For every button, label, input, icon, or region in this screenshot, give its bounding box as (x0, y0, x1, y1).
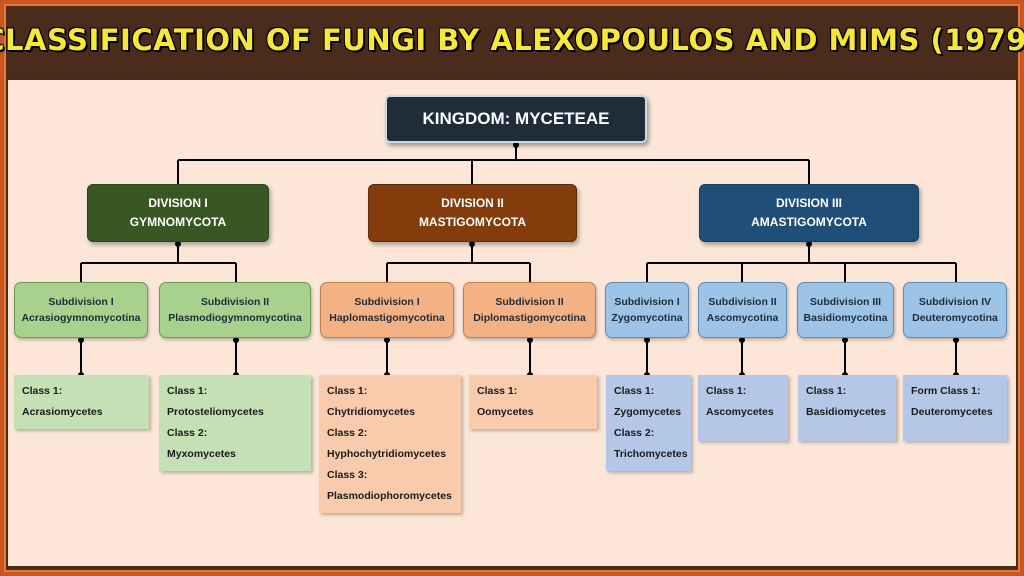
class-number: Class 1: (614, 385, 655, 397)
subdivision-label: Subdivision I (354, 295, 420, 308)
subdivision-deuteromycotina: Subdivision IV Deuteromycotina (903, 282, 1007, 338)
division-name: MASTIGOMYCOTA (418, 215, 527, 229)
class-name: Chytridiomycetes (327, 406, 416, 418)
subdivision-label: Subdivision II (708, 295, 777, 308)
subdivision-label: Subdivision I (48, 295, 114, 308)
subdivision-basidiomycotina: Subdivision III Basidiomycotina (797, 282, 894, 338)
division-name: AMASTIGOMYCOTA (751, 215, 867, 229)
subdivision-name: Plasmodiogymnomycotina (168, 312, 302, 324)
class-name: Plasmodiophoromycetes (327, 490, 452, 502)
subdivision-name: Acrasiogymnomycotina (21, 312, 141, 324)
class-name: Acrasiomycetes (22, 406, 103, 418)
class-number: Class 2: (167, 427, 208, 439)
subdivision-name: Zygomycotina (611, 312, 683, 324)
class-name: Myxomycetes (167, 448, 236, 460)
class-number: Class 1: (167, 385, 208, 397)
class-number: Class 1: (477, 385, 518, 397)
division-1-node: DIVISION I GYMNOMYCOTA (87, 184, 269, 242)
subdivision-name: Diplomastigomycotina (473, 312, 586, 324)
subdivision-name: Basidiomycotina (803, 312, 888, 324)
class-list-deuteromycotina: Form Class 1: Deuteromycetes (903, 375, 1007, 441)
subdivision-plasmodiogymnomycotina: Subdivision II Plasmodiogymnomycotina (159, 282, 311, 338)
subdivision-zygomycotina: Subdivision I Zygomycotina (605, 282, 689, 338)
class-number: Class 1: (706, 385, 747, 397)
class-number: Class 1: (22, 385, 63, 397)
kingdom-node: KINGDOM: MYCETEAE (385, 95, 647, 143)
class-number: Class 3: (327, 469, 368, 481)
subdivision-acrasiogymnomycotina: Subdivision I Acrasiogymnomycotina (14, 282, 148, 338)
class-list-acrasiogymnomycotina: Class 1: Acrasiomycetes (14, 375, 149, 429)
class-name: Hyphochytridiomycetes (327, 448, 447, 460)
class-number: Class 1: (806, 385, 847, 397)
class-name: Protosteliomycetes (167, 406, 264, 418)
subdivision-label: Subdivision II (200, 295, 270, 308)
class-list-zygomycotina: Class 1: Zygomycetes Class 2: Trichomyce… (606, 375, 691, 471)
class-list-ascomycotina: Class 1: Ascomycetes (698, 375, 788, 441)
class-list-plasmodiogymnomycotina: Class 1: Protosteliomycetes Class 2: Myx… (159, 375, 311, 471)
subdivision-name: Haplomastigomycotina (329, 312, 445, 324)
subdivision-label: Subdivision III (809, 295, 882, 308)
division-label: DIVISION I (148, 196, 208, 211)
kingdom-label: KINGDOM: MYCETEAE (422, 108, 610, 128)
subdivision-label: Subdivision IV (918, 295, 992, 308)
subdivision-label: Subdivision II (495, 295, 564, 308)
class-list-haplomastigomycotina: Class 1: Chytridiomycetes Class 2: Hypho… (319, 375, 461, 513)
class-name: Ascomycetes (706, 406, 774, 418)
title-bar: CLASSIFICATION OF FUNGI BY ALEXOPOULOS A… (0, 6, 1024, 74)
class-name: Deuteromycetes (911, 406, 993, 418)
class-list-basidiomycotina: Class 1: Basidiomycetes (798, 375, 896, 441)
class-number: Class 2: (614, 427, 655, 439)
class-name: Trichomycetes (614, 448, 688, 460)
division-label: DIVISION II (441, 196, 504, 211)
class-number: Class 1: (327, 385, 368, 397)
class-number: Class 2: (327, 427, 368, 439)
division-2-node: DIVISION II MASTIGOMYCOTA (368, 184, 577, 242)
subdivision-label: Subdivision I (614, 295, 680, 308)
page-title: CLASSIFICATION OF FUNGI BY ALEXOPOULOS A… (0, 23, 1024, 57)
class-number: Form Class 1: (911, 385, 981, 397)
class-list-diplomastigomycotina: Class 1: Oomycetes (469, 375, 597, 429)
class-name: Basidiomycetes (806, 406, 886, 418)
division-3-node: DIVISION III AMASTIGOMYCOTA (699, 184, 919, 242)
class-name: Oomycetes (477, 406, 534, 418)
class-name: Zygomycetes (614, 406, 682, 418)
subdivision-name: Deuteromycotina (912, 312, 998, 324)
subdivision-haplomastigomycotina: Subdivision I Haplomastigomycotina (320, 282, 454, 338)
division-name: GYMNOMYCOTA (129, 215, 227, 229)
subdivision-name: Ascomycotina (706, 312, 779, 324)
subdivision-ascomycotina: Subdivision II Ascomycotina (698, 282, 787, 338)
subdivision-diplomastigomycotina: Subdivision II Diplomastigomycotina (463, 282, 596, 338)
division-label: DIVISION III (775, 196, 842, 211)
